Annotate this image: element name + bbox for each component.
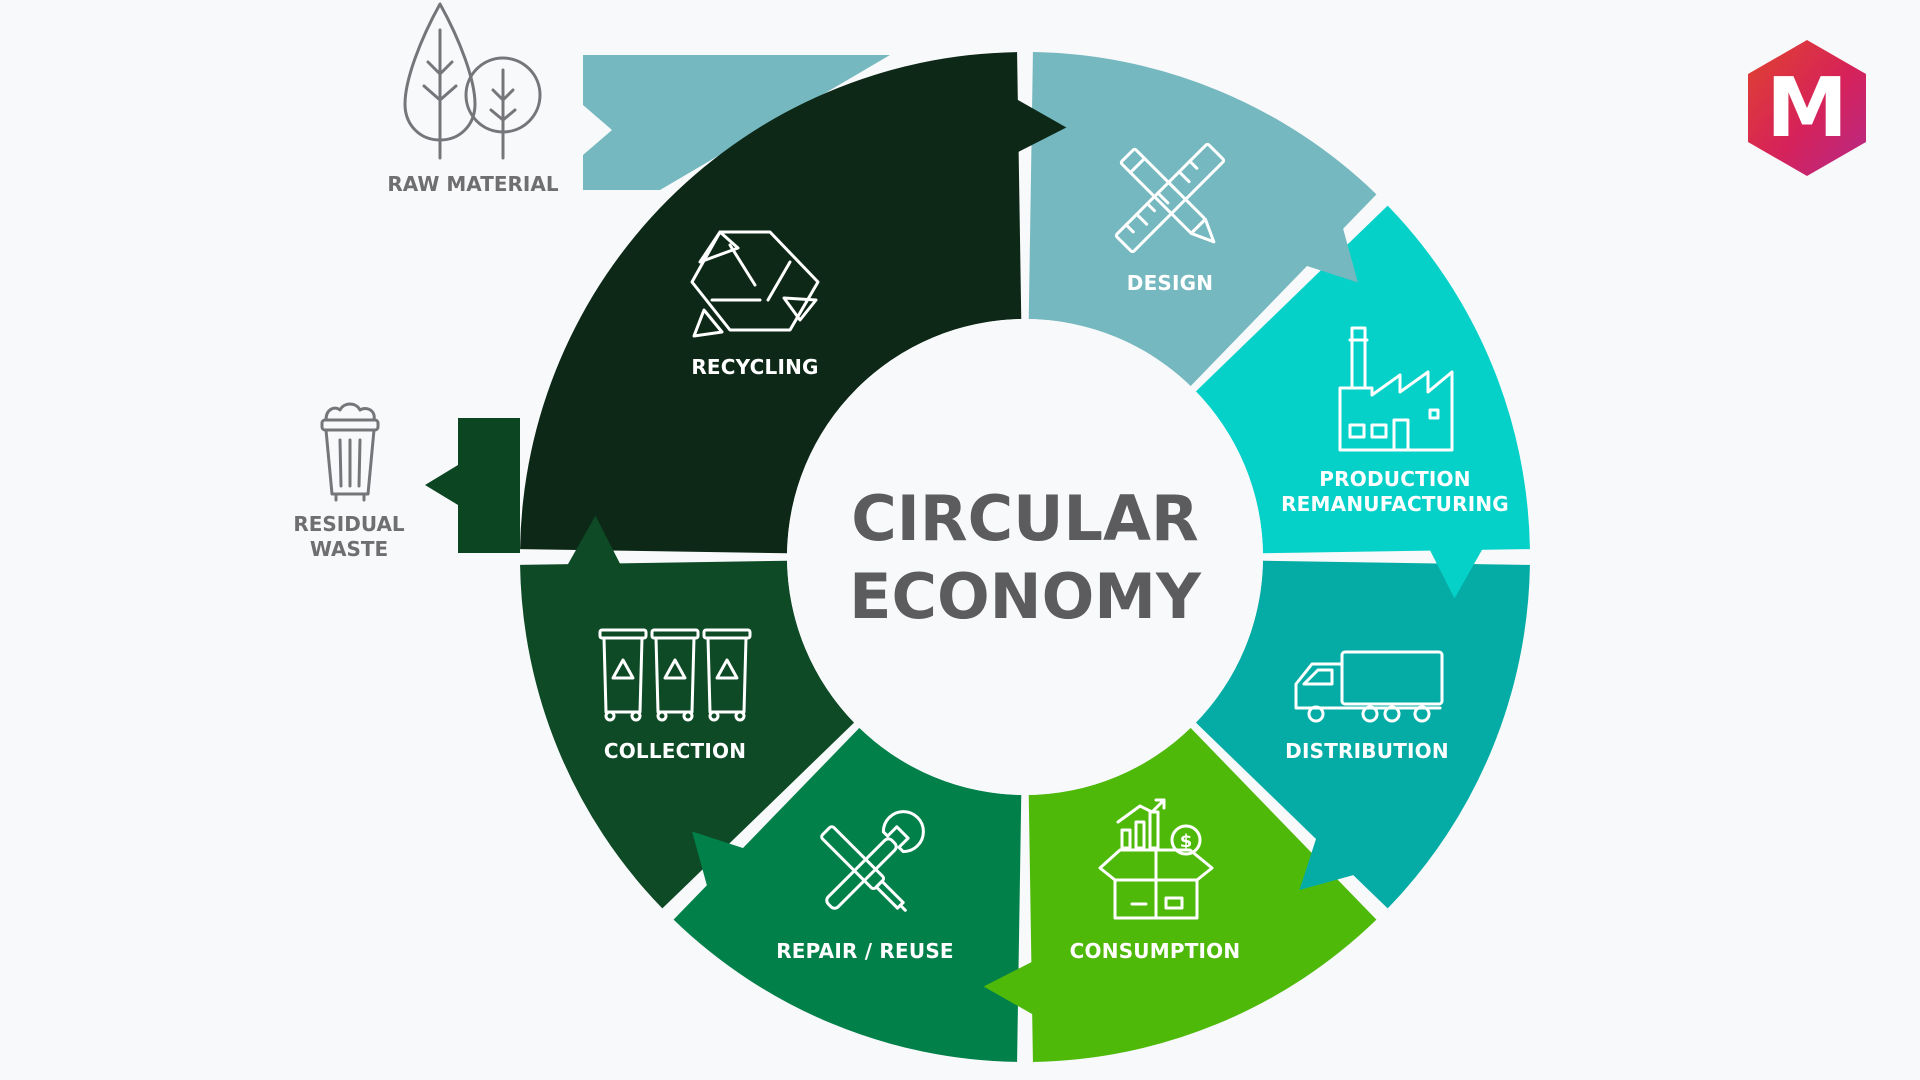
residual-waste-tab	[425, 418, 520, 553]
recycling-arrows-icon	[690, 230, 820, 338]
distribution-label: DISTRIBUTION	[1285, 739, 1449, 763]
repair-wrench-screwdriver-icon	[820, 810, 925, 912]
center-title-line1: CIRCULAR	[851, 482, 1198, 555]
center-title-line2: ECONOMY	[849, 560, 1202, 633]
residual-waste-trash-icon	[320, 402, 380, 502]
segment-recycling	[520, 52, 1022, 554]
repair-reuse-label: REPAIR / REUSE	[776, 939, 954, 963]
raw-material-trees-icon	[403, 2, 542, 160]
distribution-truck-icon	[1294, 650, 1444, 723]
arrow-design-to-production	[1303, 224, 1358, 283]
brand-logo-letter: M	[1766, 61, 1848, 156]
segment-design	[1028, 52, 1377, 387]
residual-waste-label-line2: WASTE	[310, 537, 388, 561]
consumption-label: CONSUMPTION	[1070, 939, 1241, 963]
center-disc	[787, 319, 1263, 795]
design-ruler-pencil-icon	[1114, 142, 1226, 254]
production-factory-icon	[1338, 326, 1454, 452]
segment-distribution	[1195, 560, 1530, 909]
design-label: DESIGN	[1127, 271, 1213, 295]
brand-logo: M	[1748, 40, 1866, 176]
segment-production	[1195, 205, 1530, 554]
collection-bins-icon	[598, 628, 752, 722]
raw-material-label: RAW MATERIAL	[387, 172, 558, 196]
production-label-line2: REMANUFACTURING	[1281, 492, 1509, 516]
arrow-collection-to-recycling	[565, 515, 622, 569]
collection-label: COLLECTION	[604, 739, 746, 763]
raw-material-band	[583, 55, 890, 190]
recycling-label: RECYCLING	[691, 355, 818, 379]
consumption-box-chart-icon: $	[1098, 798, 1214, 920]
arrow-recycling-to-design	[1013, 97, 1067, 154]
segment-consumption	[1028, 727, 1377, 1062]
production-label-line1: PRODUCTION	[1319, 467, 1470, 491]
arrow-distribution-to-consumption	[1299, 835, 1358, 890]
arrow-consumption-to-repair	[983, 960, 1037, 1017]
svg-text:$: $	[1180, 831, 1193, 852]
arrow-repair-to-collection	[692, 831, 747, 890]
segment-repair-reuse	[673, 727, 1022, 1062]
arrow-production-to-distribution	[1428, 545, 1485, 599]
residual-waste-label-line1: RESIDUAL	[293, 512, 405, 536]
